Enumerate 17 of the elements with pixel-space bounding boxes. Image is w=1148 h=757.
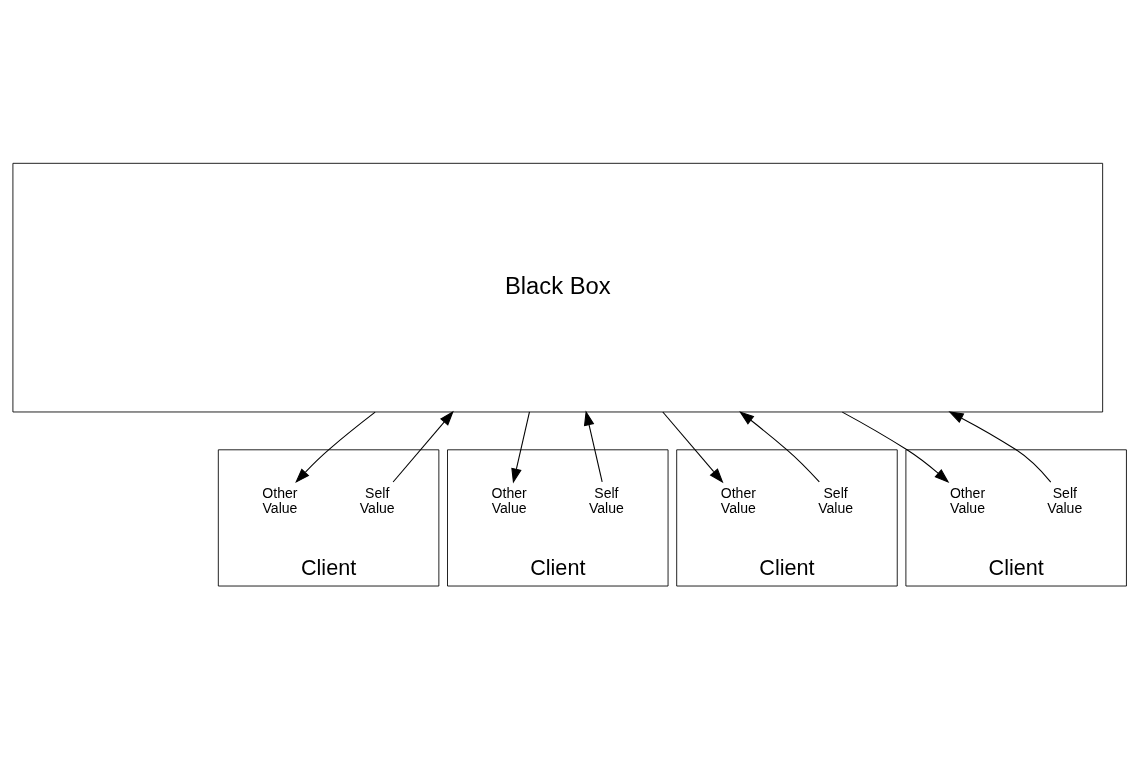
node-text: Other Value bbox=[720, 484, 756, 516]
node-box: Black Box bbox=[12, 162, 1104, 412]
node-text: Self Value bbox=[1047, 484, 1083, 516]
arrow bbox=[583, 409, 603, 483]
arrow bbox=[295, 411, 376, 483]
node-text: Other Value bbox=[949, 484, 986, 516]
arrow bbox=[392, 410, 454, 483]
arrow bbox=[948, 410, 1052, 483]
arrow bbox=[841, 411, 950, 483]
node-text: Other Value bbox=[491, 484, 527, 516]
node-text: Other Value bbox=[262, 484, 298, 516]
node-text: Self Value bbox=[818, 484, 854, 516]
arrow bbox=[739, 410, 820, 482]
node-text: Self Value bbox=[359, 484, 395, 516]
node-text: Self Value bbox=[588, 484, 624, 516]
arrow bbox=[511, 410, 530, 484]
arrow bbox=[662, 410, 724, 483]
